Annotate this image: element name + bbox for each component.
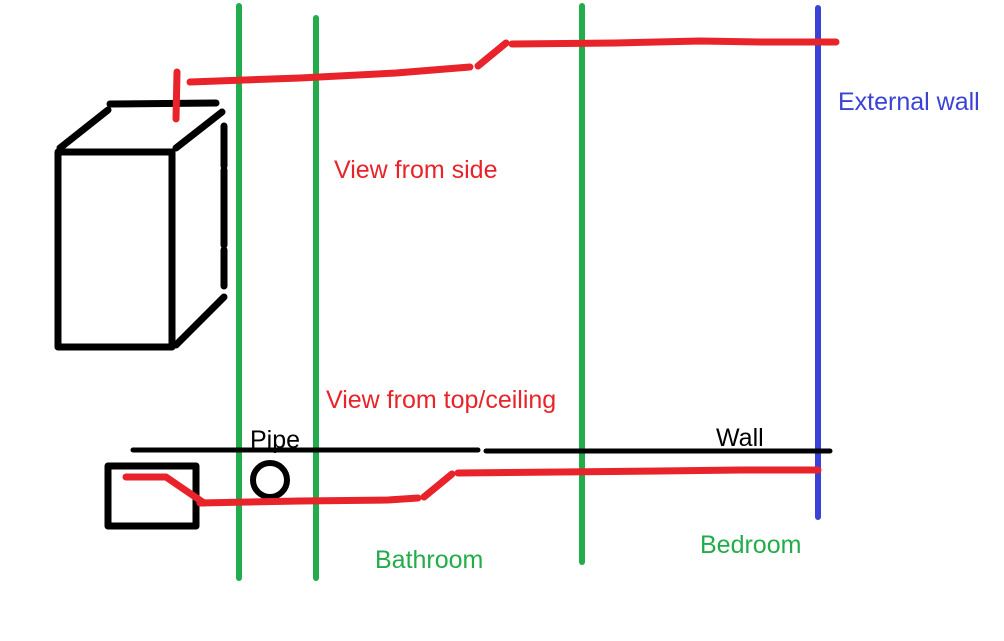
top-view-pipe-group xyxy=(122,466,822,507)
top-pipe-inside-tank xyxy=(122,473,208,507)
side-pipe-run-lower xyxy=(186,63,474,86)
side-box-top-right-diagonal xyxy=(172,108,226,152)
top-pipe-run-upper xyxy=(454,466,822,477)
label-view-from-side: View from side xyxy=(334,156,498,184)
side-box-front-face xyxy=(54,148,176,351)
side-view-box-group xyxy=(54,99,228,351)
side-box-top-rear-edge xyxy=(106,99,220,108)
side-pipe-run-upper xyxy=(508,37,840,48)
side-view-pipe-group xyxy=(172,37,840,123)
pipe-cross-section-circle xyxy=(250,460,290,500)
labels-group: View from side View from top/ceiling Ext… xyxy=(250,88,980,574)
label-wall: Wall xyxy=(716,424,764,452)
top-view-wall-group xyxy=(130,447,833,454)
label-pipe: Pipe xyxy=(250,426,300,454)
side-box-top-left-diagonal xyxy=(56,106,112,152)
top-pipe-step xyxy=(420,470,456,501)
label-view-from-top-ceiling: View from top/ceiling xyxy=(326,386,556,414)
label-bathroom: Bathroom xyxy=(375,546,483,574)
side-box-bottom-right-diagonal xyxy=(172,293,228,349)
label-bedroom: Bedroom xyxy=(700,531,801,559)
label-external-wall: External wall xyxy=(838,88,980,116)
partition-lines-group xyxy=(236,3,821,581)
top-pipe-run-lower xyxy=(196,494,422,507)
side-pipe-vertical-stub xyxy=(172,68,181,123)
side-pipe-step xyxy=(474,39,510,70)
